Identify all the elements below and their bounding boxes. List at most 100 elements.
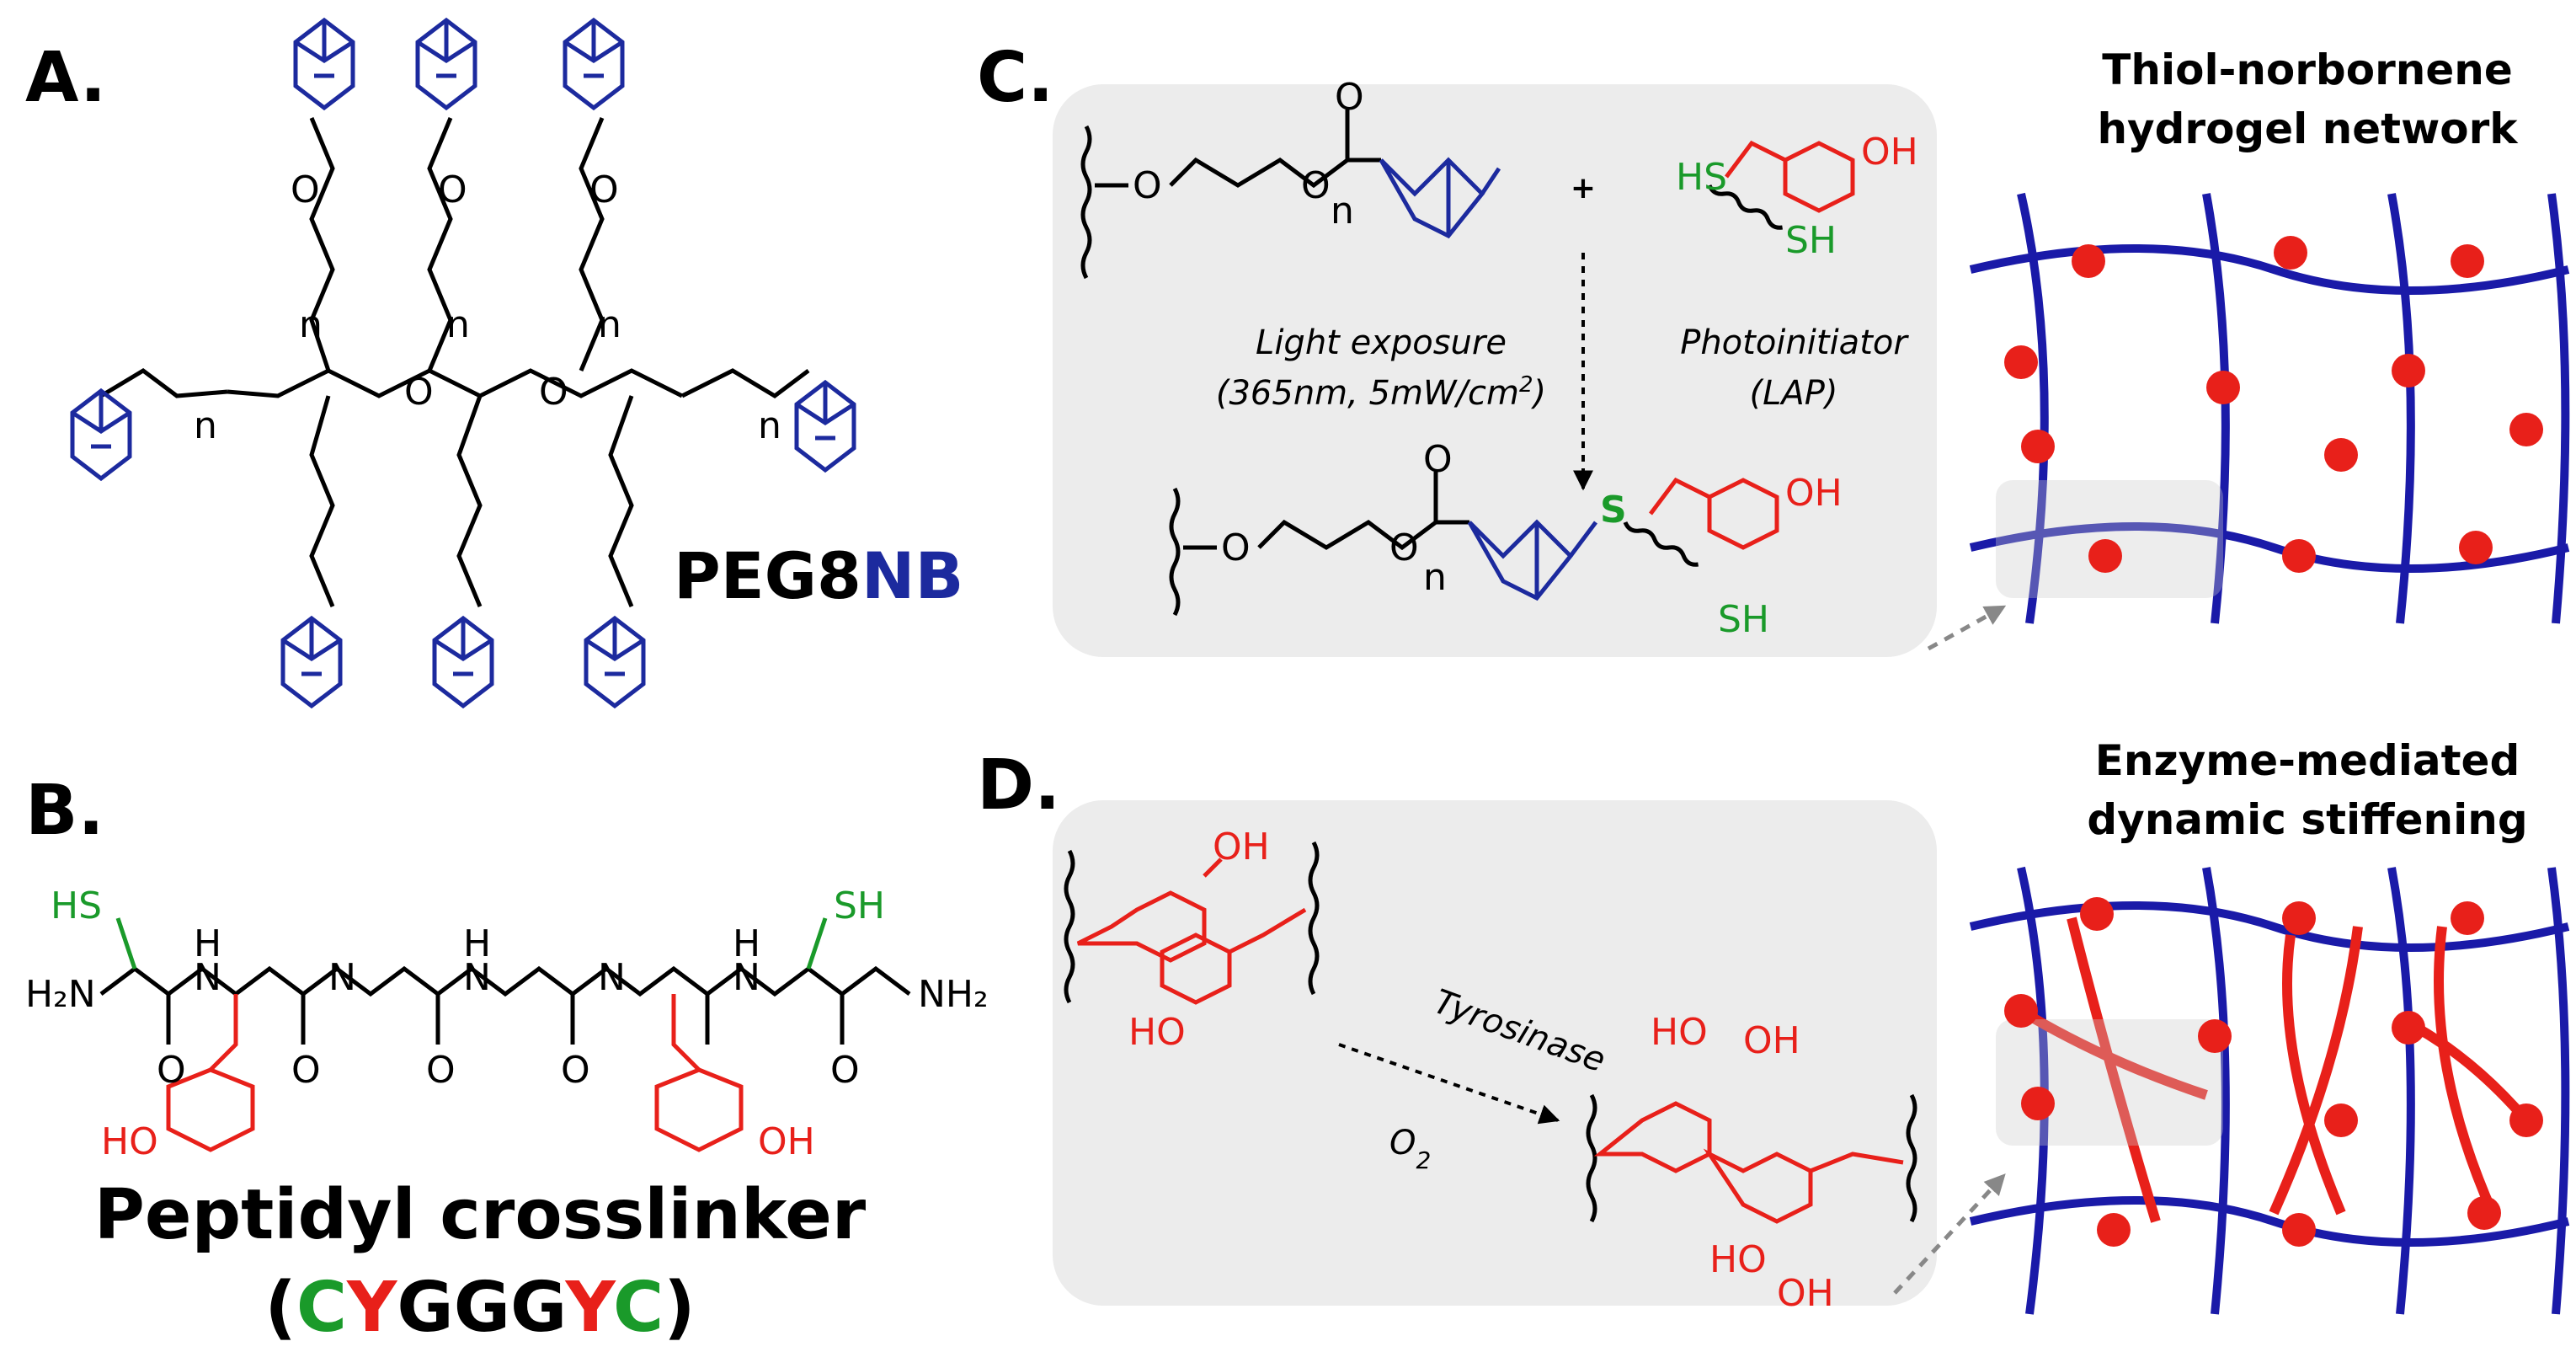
light-exposure-detail-end: ) <box>1531 374 1547 413</box>
light-exposure-label: Light exposure <box>1256 323 1507 362</box>
cysteine-sidechains <box>115 917 828 970</box>
ether-oxygen-1: O <box>291 168 320 211</box>
peg8nb-label: PEG8NB <box>674 538 963 613</box>
dityrosine-product: HO OH HO OH <box>1586 1011 1917 1315</box>
product-oh-label: OH <box>1785 472 1843 515</box>
carbonyl-o-2: O <box>291 1049 321 1092</box>
plus-sign: + <box>1571 171 1596 206</box>
amide-n-3: N <box>463 956 491 999</box>
reactant-ho-label: HO <box>1128 1011 1186 1054</box>
tyrosine-bead <box>2274 236 2307 270</box>
peg-norbornene-reactant: O O O n <box>1080 76 1501 280</box>
thiol-sh-label: SH <box>1785 219 1837 262</box>
reactant-ether-o-1: O <box>1133 164 1162 207</box>
core-oxygen-2: O <box>539 371 568 414</box>
repeat-n-1: n <box>299 303 323 346</box>
arm-label-group: O O O n n n O O n n <box>194 168 781 447</box>
oxygen-label: O2 <box>1389 1124 1431 1174</box>
photoinitiator-label: Photoinitiator <box>1680 323 1909 362</box>
side-repeat-n-left: n <box>194 404 217 447</box>
side-repeat-n-right: n <box>758 404 781 447</box>
thiol-hs-label: HS <box>1676 156 1727 199</box>
norbornene-icon <box>586 618 643 706</box>
tyrosine-bead <box>2324 438 2358 472</box>
product-ether-o-2: O <box>1389 526 1419 569</box>
amide-n-2: N <box>328 956 356 999</box>
peptidyl-crosslinker-title: Peptidyl crosslinker <box>94 1175 867 1255</box>
light-exposure-detail-main: (365nm, 5mW/cm <box>1216 374 1519 413</box>
norbornene-icon <box>797 382 854 470</box>
tyrosine-bead <box>2324 1103 2358 1137</box>
ether-oxygen-3: O <box>589 168 619 211</box>
tyrosine-bead <box>2392 1011 2425 1045</box>
sequence-cys-1: C <box>296 1268 347 1348</box>
core-oxygen-1: O <box>404 371 434 414</box>
panel-d-letter: D. <box>977 745 1060 826</box>
tyrosine-bead <box>2509 1103 2543 1137</box>
thiol-reactant: HS SH OH <box>1676 131 1918 262</box>
ether-oxygen-2: O <box>438 168 467 211</box>
hydrogel-network-c: Thiol-norbornene hydrogel network <box>1969 45 2570 624</box>
amide-h-3: H <box>463 922 491 965</box>
tyrosine-bead <box>2021 1087 2055 1120</box>
sequence-gly: GGG <box>397 1268 565 1348</box>
sequence-tyr-2: Y <box>565 1268 617 1348</box>
panel-a: A. O O O n n n O O n n <box>25 20 963 706</box>
network-d-title-2: dynamic stiffening <box>2087 795 2527 844</box>
oxygen-label-sub: 2 <box>1416 1146 1431 1174</box>
tyrosine-sidechains <box>166 994 744 1152</box>
tyrosine-bead <box>2509 413 2543 446</box>
tyrosine-bead <box>2198 1019 2232 1053</box>
panel-c-letter: C. <box>977 38 1053 118</box>
carbonyl-o-4: O <box>561 1049 590 1092</box>
tyrosine-bead <box>2021 430 2055 463</box>
panel-b-letter: B. <box>25 771 104 851</box>
product-repeat-n: n <box>1423 556 1447 599</box>
catechol-ho-label-2: HO <box>1709 1238 1767 1281</box>
thiol-oh-label: OH <box>1861 131 1918 174</box>
tyrosine-pair-reactant: OH HO <box>1064 826 1320 1054</box>
product-sh-label: SH <box>1718 598 1769 641</box>
peptide-atom-labels: HS SH H₂N NH₂ H N N H N N H N O O O O O … <box>25 884 989 1163</box>
panel-c: C. O O O n + HS SH OH Light exposure (36… <box>977 38 2570 657</box>
c-terminus-label: NH₂ <box>918 973 989 1016</box>
tyrosine-bead <box>2004 345 2038 379</box>
amide-n-4: N <box>598 956 626 999</box>
network-c-title-2: hydrogel network <box>2097 104 2519 153</box>
tyrosine-bead <box>2392 354 2425 387</box>
network-c-highlight <box>1996 480 2223 598</box>
catechol-oh-label-2: OH <box>1777 1272 1834 1315</box>
tyrosine-bead <box>2072 244 2105 278</box>
product-carbonyl-o: O <box>1423 438 1453 481</box>
tyrosine-bead <box>2451 901 2484 935</box>
sequence-cys-2: C <box>613 1268 664 1348</box>
catechol-ho-label: HO <box>1651 1011 1708 1054</box>
amide-n-5: N <box>733 956 760 999</box>
light-exposure-detail-sup: 2 <box>1519 372 1533 398</box>
catechol-oh-label-1: OH <box>1743 1019 1800 1062</box>
reactant-repeat-n: n <box>1331 190 1354 232</box>
tyrosine-bead <box>2282 539 2316 573</box>
amide-h-1: H <box>194 922 221 965</box>
peg8nb-structure <box>99 117 810 607</box>
n-terminus-label: H₂N <box>25 973 96 1016</box>
thiol-label-right: SH <box>834 884 885 927</box>
light-exposure-detail: (365nm, 5mW/cm2) <box>1216 372 1546 413</box>
repeat-n-2: n <box>446 303 470 346</box>
reactant-ether-o-2: O <box>1301 164 1331 207</box>
sequence-open-paren: ( <box>264 1268 296 1348</box>
reactant-oh-label: OH <box>1213 826 1270 868</box>
norbornene-icon <box>418 20 475 108</box>
thiol-label-left: HS <box>51 884 102 927</box>
panel-d: D. OH HO Tyrosinase O2 HO OH HO OH <box>977 736 2570 1315</box>
sequence-close-paren: ) <box>664 1268 695 1348</box>
sequence-tyr-1: Y <box>346 1268 398 1348</box>
hydrogel-network-d: Enzyme-mediated dynamic stiffening <box>1969 736 2570 1315</box>
amide-n-1: N <box>194 956 221 999</box>
tyrosine-bead <box>2459 531 2493 564</box>
norbornene-icon <box>565 20 622 108</box>
panel-a-letter: A. <box>25 38 106 118</box>
zoom-arrow-c <box>1927 604 2007 651</box>
reaction-panel-c-bg <box>1053 84 1937 657</box>
tyrosine-bead <box>2467 1196 2501 1230</box>
